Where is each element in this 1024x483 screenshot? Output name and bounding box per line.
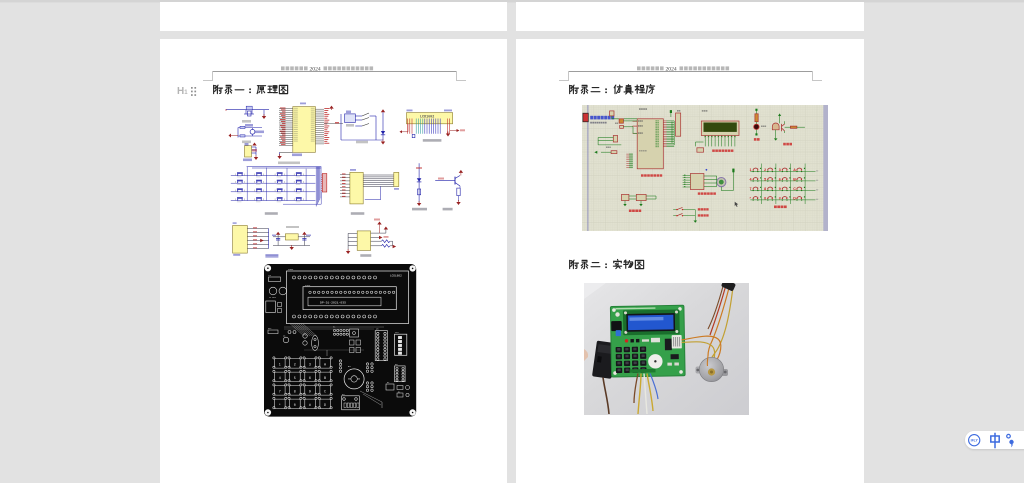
svg-text:U6: U6 (283, 334, 286, 337)
svg-text:*: * (749, 197, 751, 201)
svg-text:LCD1: LCD1 (288, 268, 294, 271)
svg-text:U4: U4 (342, 393, 345, 396)
svg-text:1: 1 (278, 363, 280, 367)
svg-text:4: 4 (749, 178, 751, 182)
svg-text:C2: C2 (268, 274, 271, 277)
svg-text:JP1: JP1 (395, 331, 399, 334)
svg-text:L1 EC4: L1 EC4 (269, 296, 277, 299)
svg-text:5: 5 (293, 376, 295, 380)
svg-text:7: 7 (749, 187, 751, 191)
svg-text:C: C (793, 187, 796, 191)
svg-text:2: 2 (764, 168, 766, 172)
svg-text:#: # (778, 197, 780, 201)
svg-text:*: * (278, 402, 280, 407)
svg-text:0: 0 (764, 197, 766, 201)
svg-text:A: A (793, 168, 796, 172)
svg-text:8: 8 (293, 390, 295, 394)
svg-text:3: 3 (308, 363, 310, 367)
svg-text:iFLY: iFLY (971, 438, 979, 442)
svg-text:3: 3 (778, 168, 780, 172)
svg-text:5: 5 (764, 178, 766, 182)
svg-text:STC1: STC1 (305, 283, 311, 286)
svg-text:#: # (308, 403, 310, 407)
svg-text:9: 9 (778, 187, 780, 191)
svg-text:9: 9 (308, 390, 310, 394)
svg-text:U5: U5 (376, 327, 379, 330)
svg-text:2024: 2024 (309, 66, 320, 71)
svg-text:6: 6 (778, 178, 780, 182)
svg-text:4: 4 (278, 376, 280, 380)
svg-text:V: V (225, 108, 227, 112)
svg-text:D2: D2 (398, 390, 400, 393)
svg-text:B1: B1 (348, 365, 351, 368)
svg-text:2024: 2024 (666, 66, 677, 71)
svg-text:LCD1602: LCD1602 (390, 274, 402, 277)
svg-text:2: 2 (293, 363, 295, 367)
svg-text:8: 8 (764, 187, 766, 191)
svg-text:U2: U2 (387, 381, 389, 384)
svg-text:1: 1 (749, 168, 751, 172)
svg-text:D: D (793, 197, 796, 201)
svg-text:7: 7 (278, 390, 280, 394)
svg-text:DP-51-2021-035: DP-51-2021-035 (320, 300, 346, 304)
svg-text:B: B (793, 178, 796, 182)
svg-text:U3: U3 (395, 363, 398, 366)
svg-text:D: D (324, 403, 326, 407)
svg-text:B: B (324, 376, 326, 380)
svg-text:LCD1602: LCD1602 (420, 116, 434, 120)
svg-text:A: A (324, 363, 327, 367)
svg-text:6: 6 (308, 376, 310, 380)
svg-text:S17: S17 (268, 327, 271, 330)
svg-text:C: C (324, 390, 326, 394)
svg-text:0: 0 (293, 403, 295, 407)
svg-text:H1: H1 (333, 325, 336, 328)
